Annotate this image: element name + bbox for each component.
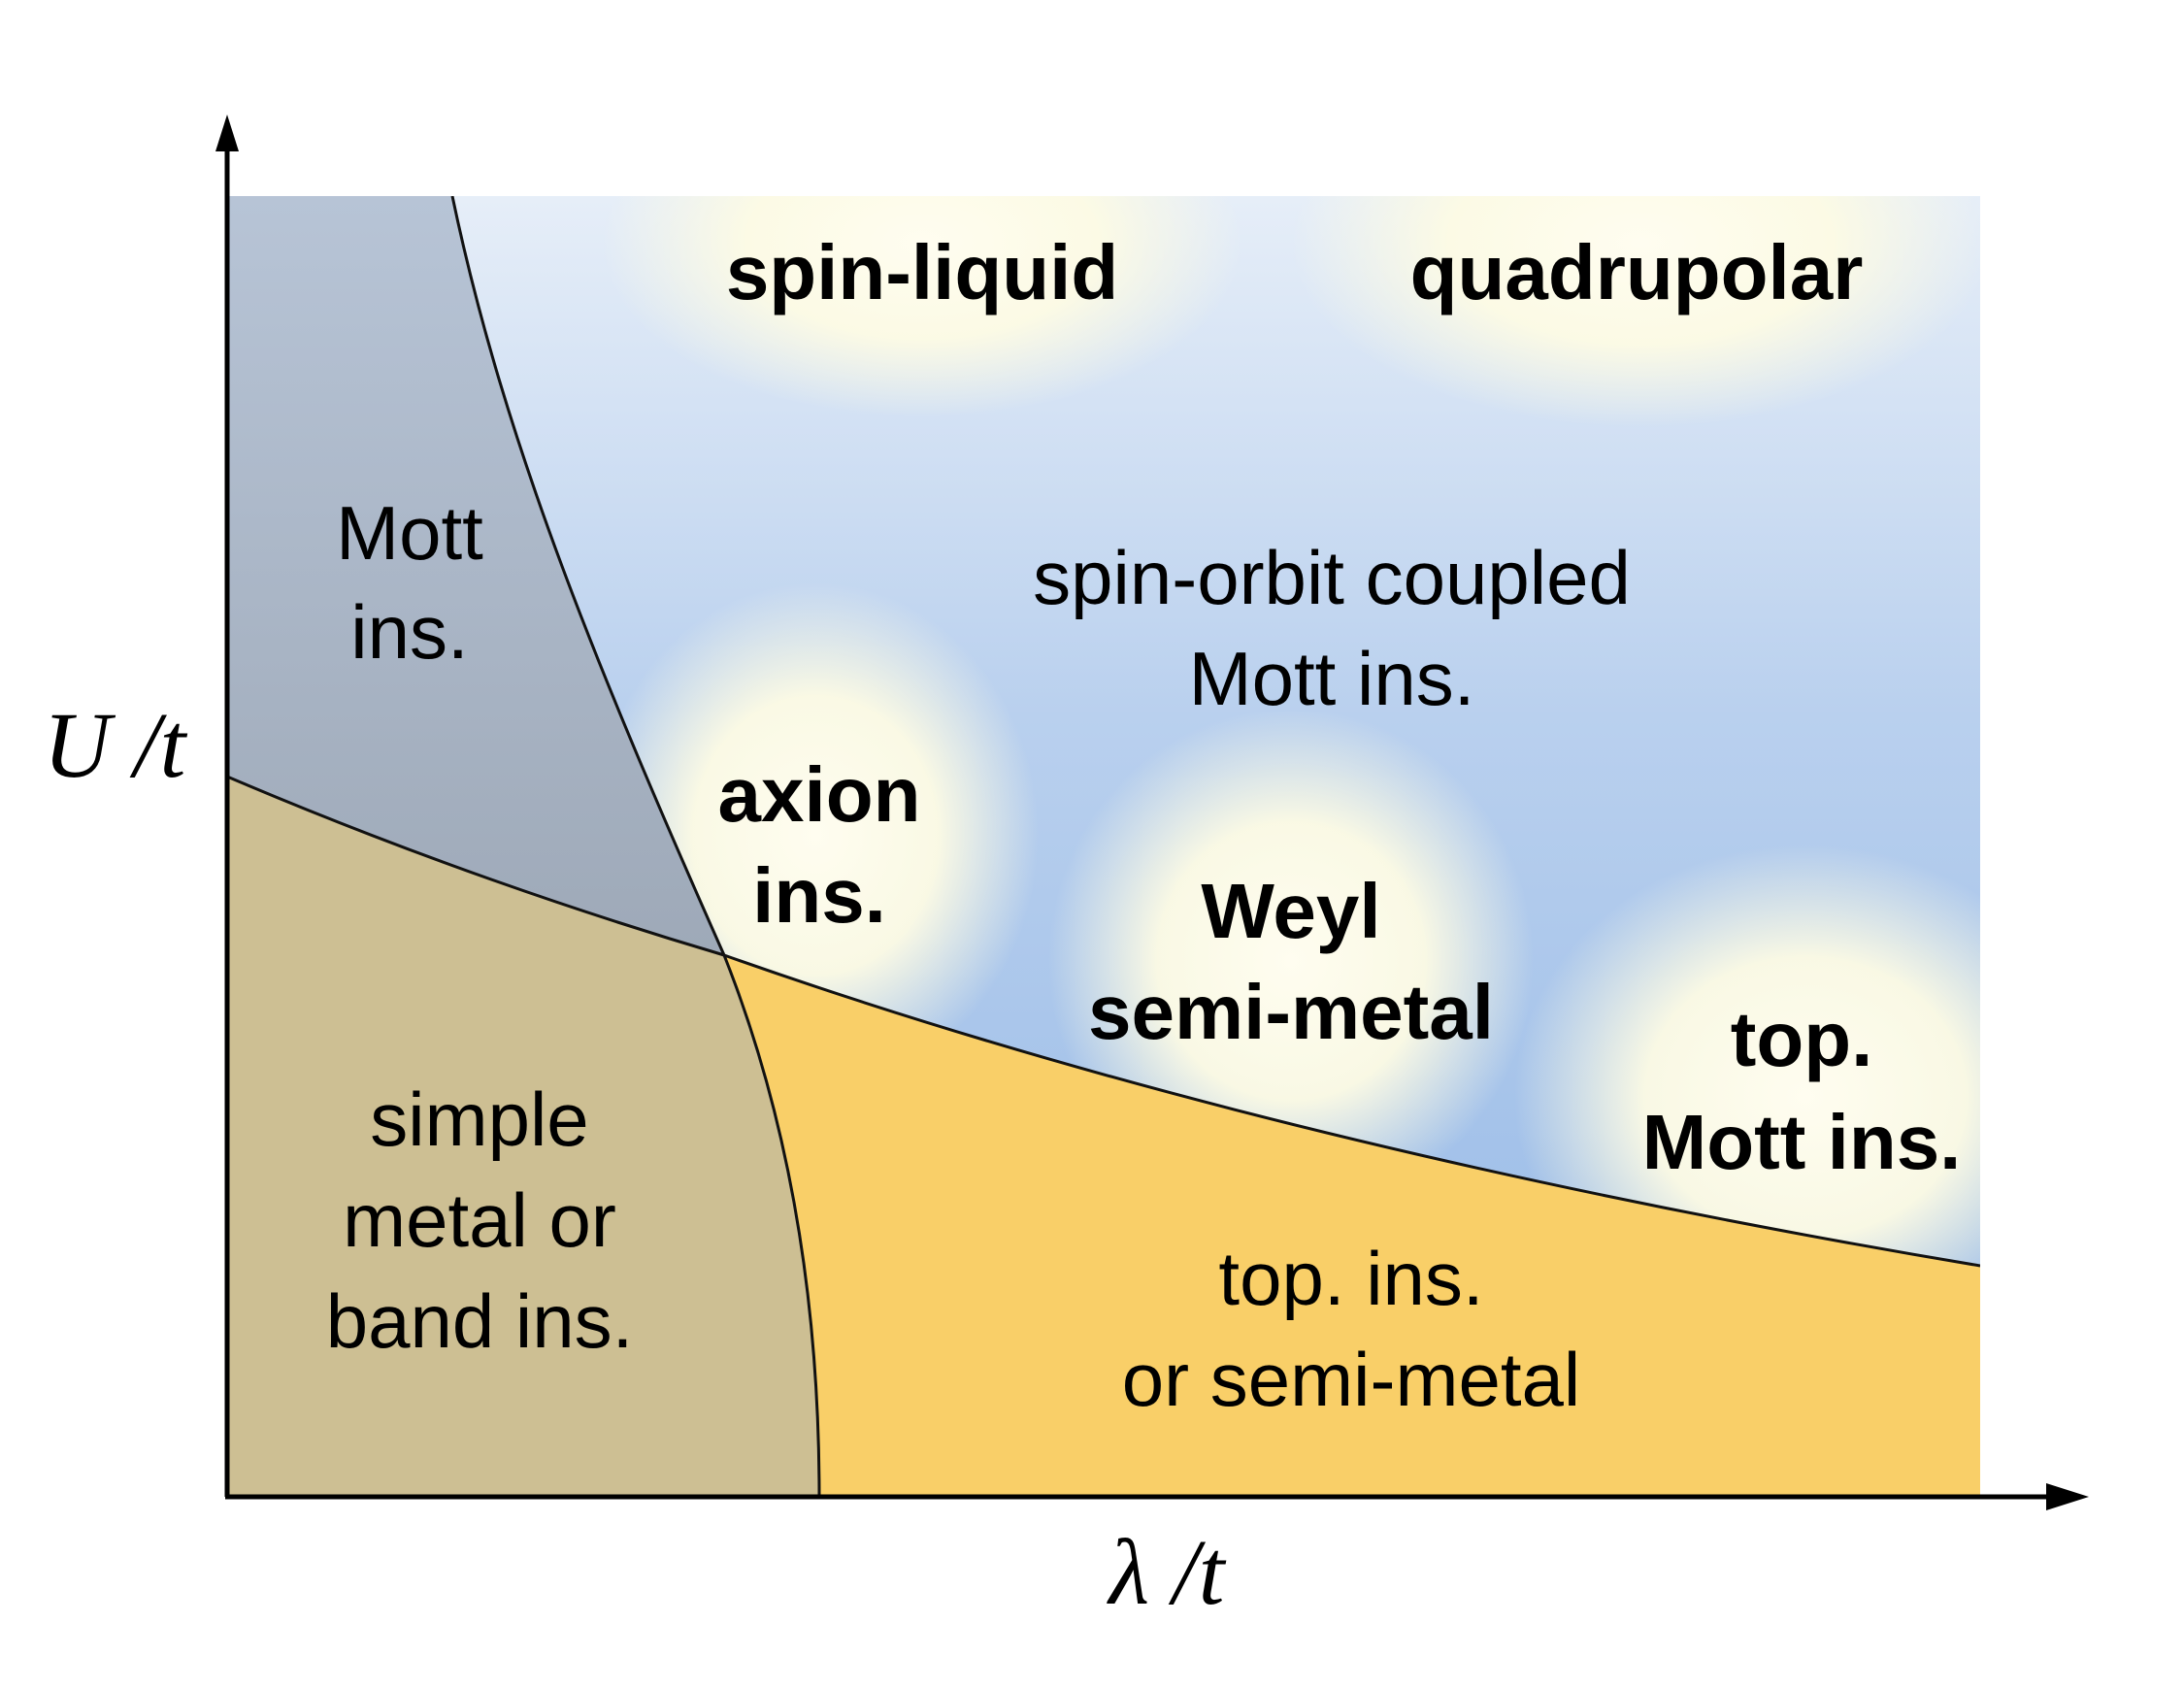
spin-liquid-label: spin-liquid (726, 229, 1118, 315)
mott-region (227, 196, 724, 955)
y-axis-arrow-icon (215, 115, 239, 151)
simple-metal-region (227, 777, 819, 1497)
simple-metal-label-line2: metal or (343, 1177, 616, 1263)
top-mott-label-line1: top. (1731, 996, 1873, 1082)
x-axis-label: λ /t (1107, 1520, 1227, 1624)
spin-liquid-glow (602, 196, 1242, 417)
top-ins-label-line1: top. ins. (1218, 1236, 1483, 1321)
simple-metal-label-line1: simple (370, 1076, 588, 1162)
top-ins-label-line2: or semi-metal (1122, 1337, 1580, 1422)
quadrupolar-glow (1291, 196, 1980, 427)
plot-area (227, 196, 1980, 1497)
simple-metal-label-line3: band ins. (326, 1278, 634, 1364)
top-mott-label-line2: Mott ins. (1642, 1099, 1962, 1185)
mott-boundary-line (450, 196, 821, 1497)
quadrupolar-label: quadrupolar (1410, 229, 1864, 315)
x-axis-arrow-icon (2046, 1483, 2089, 1510)
mott-ins-label-line2: ins. (350, 589, 468, 675)
topological-region (724, 955, 1980, 1497)
axion-label-line2: ins. (752, 852, 886, 939)
so-mott-label-line1: spin-orbit coupled (1033, 535, 1631, 620)
mott-ins-label-line1: Mott (336, 490, 483, 576)
axion-label-line1: axion (718, 751, 921, 838)
coupling-boundary-line (227, 775, 1980, 1268)
y-axis-label: U /t (44, 693, 188, 797)
weyl-label-line2: semi-metal (1088, 969, 1494, 1055)
weyl-glow (1048, 709, 1534, 1213)
weyl-label-line1: Weyl (1201, 868, 1380, 954)
so-mott-label-line2: Mott ins. (1189, 636, 1475, 721)
